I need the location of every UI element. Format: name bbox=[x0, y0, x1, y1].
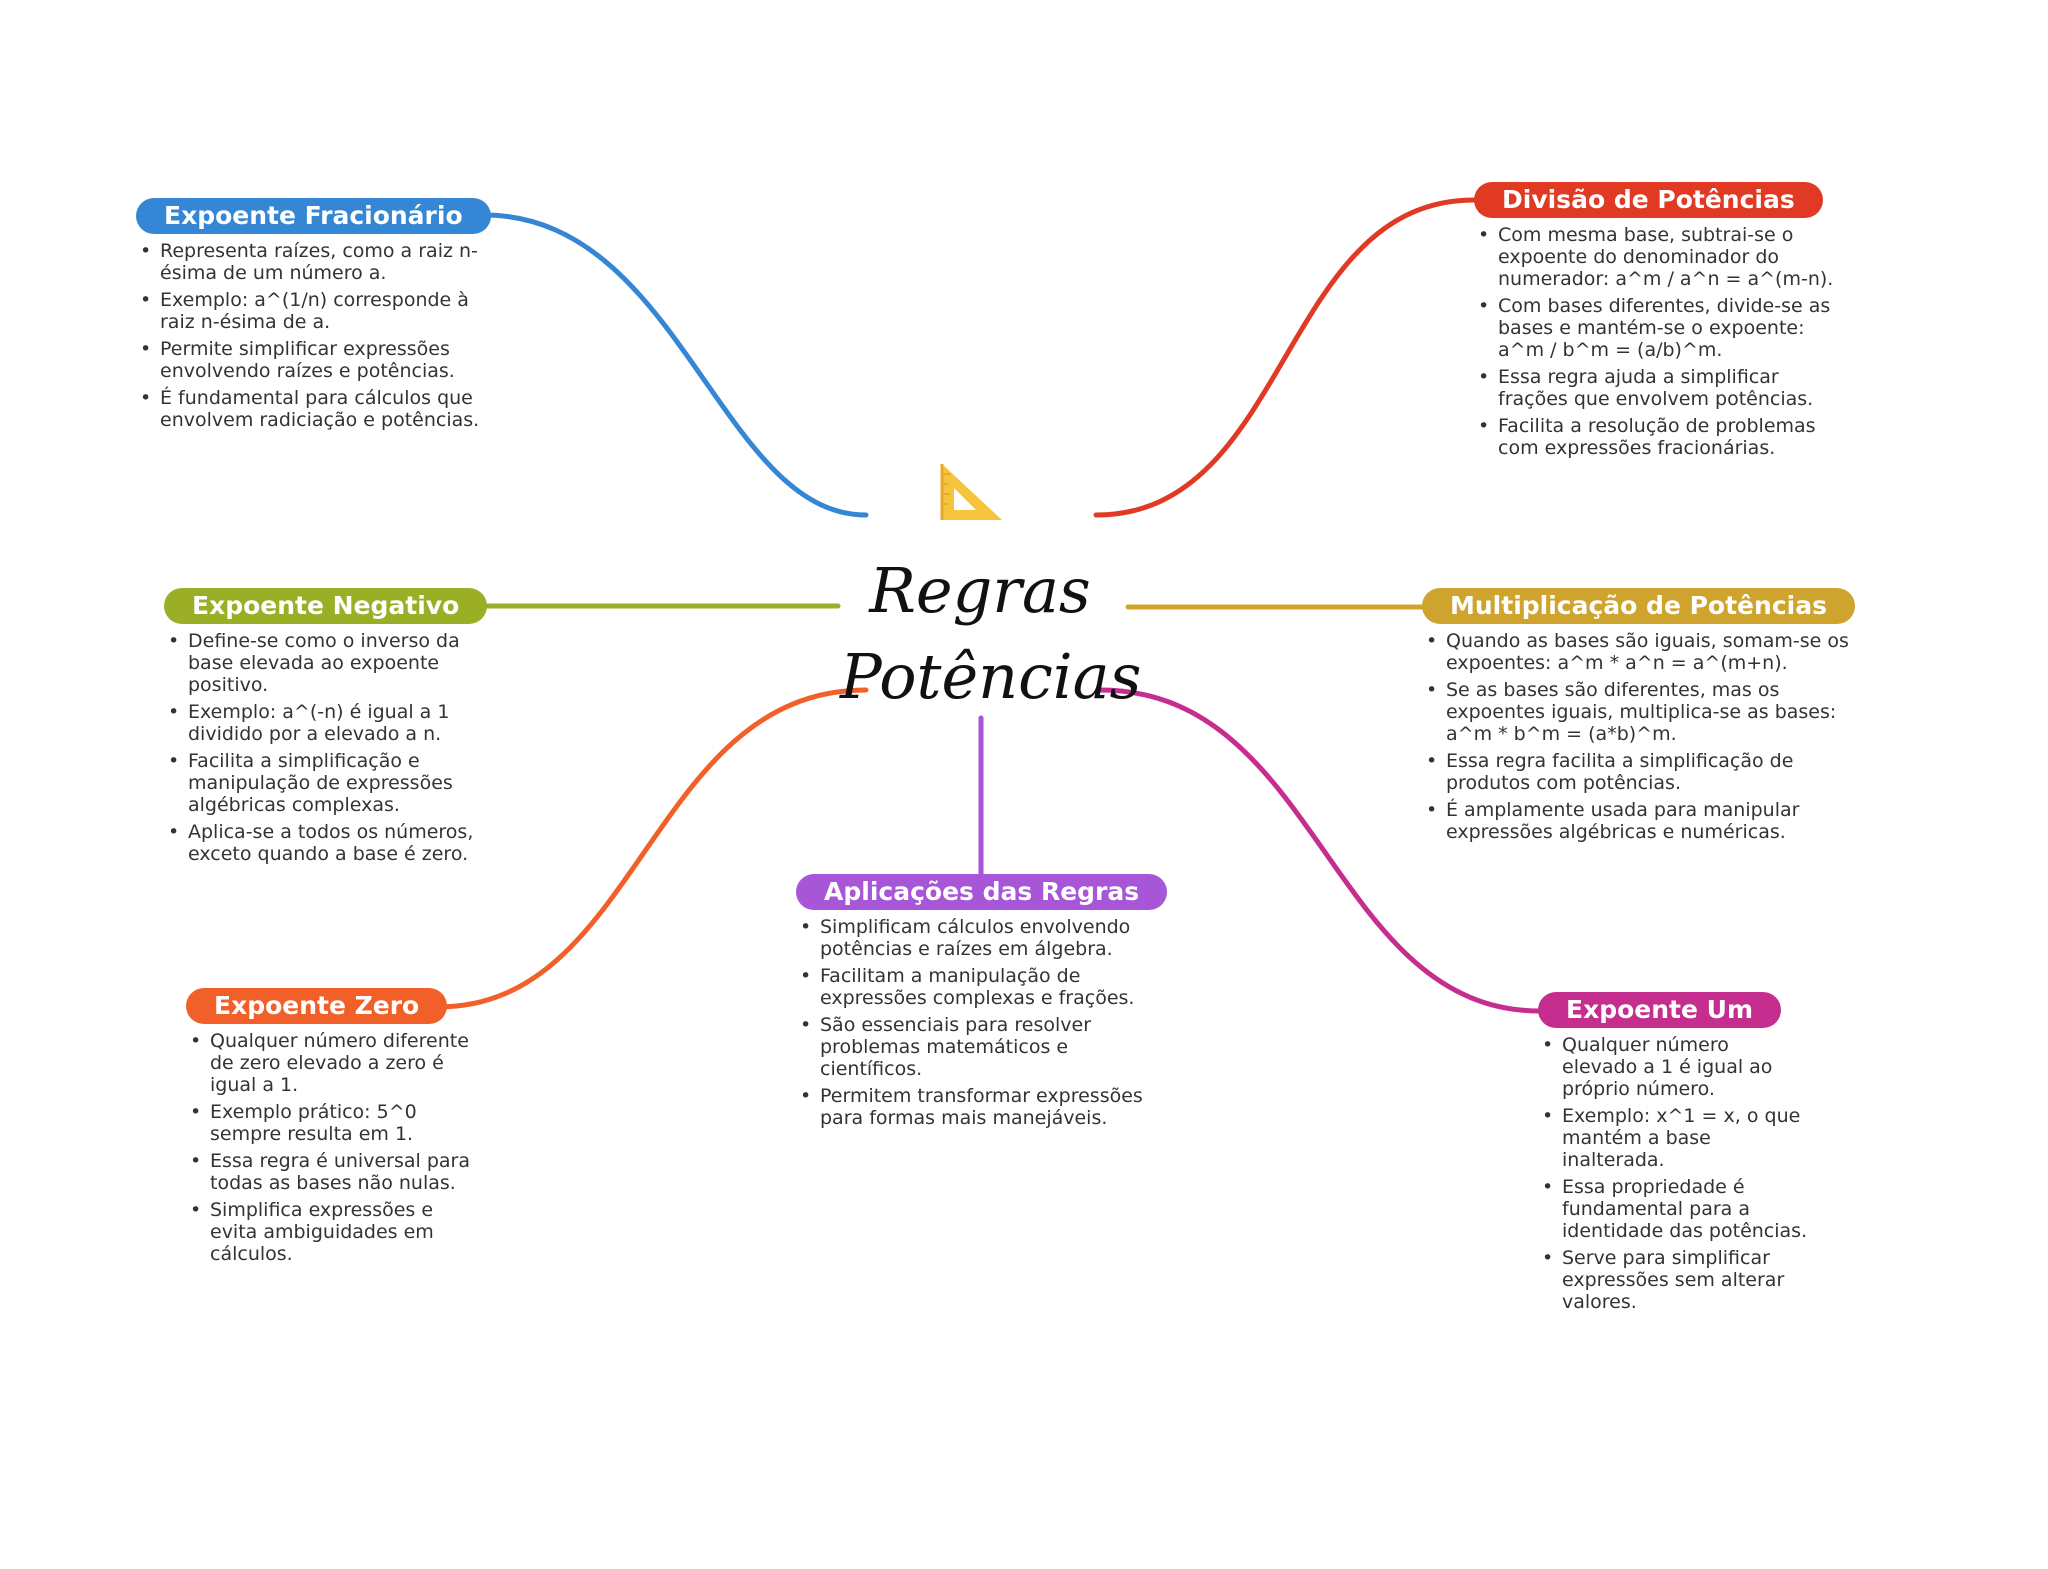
branch-label-zero[interactable]: Expoente Zero bbox=[186, 988, 448, 1024]
list-item: Essa regra ajuda a simplificar frações q… bbox=[1474, 366, 1836, 410]
list-item: Com mesma base, subtrai-se o expoente do… bbox=[1474, 224, 1836, 290]
branch-expoente-um: Expoente Um Qualquer número elevado a 1 … bbox=[1538, 992, 1808, 1318]
connector-divisao bbox=[1093, 197, 1477, 518]
triangle-ruler-icon bbox=[940, 464, 1002, 520]
list-item: Serve para simplificar expressões sem al… bbox=[1538, 1247, 1808, 1313]
list-item: Simplifica expressões e evita ambiguidad… bbox=[186, 1199, 476, 1265]
branch-label-fracionario[interactable]: Expoente Fracionário bbox=[136, 198, 491, 234]
list-item: São essenciais para resolver problemas m… bbox=[796, 1014, 1172, 1080]
branch-items: Qualquer número diferente de zero elevad… bbox=[186, 1030, 476, 1265]
central-title-line2: Potências bbox=[840, 640, 1142, 713]
list-item: Qualquer número diferente de zero elevad… bbox=[186, 1030, 476, 1096]
list-item: Permite simplificar expressões envolvend… bbox=[136, 338, 496, 382]
branch-label-multiplicacao[interactable]: Multiplicação de Potências bbox=[1422, 588, 1855, 624]
central-topic[interactable]: Regras Potências bbox=[840, 460, 1141, 713]
list-item: Exemplo: x^1 = x, o que mantém a base in… bbox=[1538, 1105, 1808, 1171]
branch-items: Qualquer número elevado a 1 é igual ao p… bbox=[1538, 1034, 1808, 1313]
list-item: É fundamental para cálculos que envolvem… bbox=[136, 387, 496, 431]
central-title-line1: Regras bbox=[869, 554, 1091, 627]
list-item: Quando as bases são iguais, somam-se os … bbox=[1422, 630, 1862, 674]
branch-items: Com mesma base, subtrai-se o expoente do… bbox=[1474, 224, 1836, 459]
list-item: Facilitam a manipulação de expressões co… bbox=[796, 965, 1172, 1009]
list-item: Essa regra é universal para todas as bas… bbox=[186, 1150, 476, 1194]
branch-aplicacoes-regras: Aplicações das Regras Simplificam cálcul… bbox=[796, 874, 1172, 1134]
branch-items: Quando as bases são iguais, somam-se os … bbox=[1422, 630, 1862, 843]
list-item: Simplificam cálculos envolvendo potência… bbox=[796, 916, 1172, 960]
list-item: Representa raízes, como a raiz n-ésima d… bbox=[136, 240, 496, 284]
list-item: Exemplo: a^(-n) é igual a 1 dividido por… bbox=[164, 701, 494, 745]
list-item: Facilita a resolução de problemas com ex… bbox=[1474, 415, 1836, 459]
list-item: Essa propriedade é fundamental para a id… bbox=[1538, 1176, 1808, 1242]
branch-label-um[interactable]: Expoente Um bbox=[1538, 992, 1781, 1028]
branch-expoente-negativo: Expoente Negativo Define-se como o inver… bbox=[164, 588, 494, 870]
branch-items: Simplificam cálculos envolvendo potência… bbox=[796, 916, 1172, 1129]
list-item: Qualquer número elevado a 1 é igual ao p… bbox=[1538, 1034, 1808, 1100]
branch-multiplicacao-potencias: Multiplicação de Potências Quando as bas… bbox=[1422, 588, 1862, 848]
list-item: Permitem transformar expressões para for… bbox=[796, 1085, 1172, 1129]
connector-zero bbox=[435, 687, 869, 1010]
list-item: Facilita a simplificação e manipulação d… bbox=[164, 750, 494, 816]
list-item: Exemplo: a^(1/n) corresponde à raiz n-és… bbox=[136, 289, 496, 333]
list-item: Se as bases são diferentes, mas os expoe… bbox=[1422, 679, 1862, 745]
connector-fracionario bbox=[481, 212, 869, 518]
list-item: É amplamente usada para manipular expres… bbox=[1422, 799, 1862, 843]
branch-divisao-potencias: Divisão de Potências Com mesma base, sub… bbox=[1474, 182, 1836, 464]
branch-expoente-zero: Expoente Zero Qualquer número diferente … bbox=[186, 988, 476, 1270]
list-item: Exemplo prático: 5^0 sempre resulta em 1… bbox=[186, 1101, 476, 1145]
branch-items: Representa raízes, como a raiz n-ésima d… bbox=[136, 240, 496, 431]
branch-label-divisao[interactable]: Divisão de Potências bbox=[1474, 182, 1823, 218]
branch-label-negativo[interactable]: Expoente Negativo bbox=[164, 588, 488, 624]
list-item: Essa regra facilita a simplificação de p… bbox=[1422, 750, 1862, 794]
list-item: Define-se como o inverso da base elevada… bbox=[164, 630, 494, 696]
central-title: Regras Potências bbox=[840, 548, 1142, 720]
branch-items: Define-se como o inverso da base elevada… bbox=[164, 630, 494, 865]
list-item: Com bases diferentes, divide-se as bases… bbox=[1474, 295, 1836, 361]
branch-expoente-fracionario: Expoente Fracionário Representa raízes, … bbox=[136, 198, 496, 436]
list-item: Aplica-se a todos os números, exceto qua… bbox=[164, 821, 494, 865]
branch-label-aplicacoes[interactable]: Aplicações das Regras bbox=[796, 874, 1168, 910]
connector-um bbox=[1097, 687, 1543, 1014]
